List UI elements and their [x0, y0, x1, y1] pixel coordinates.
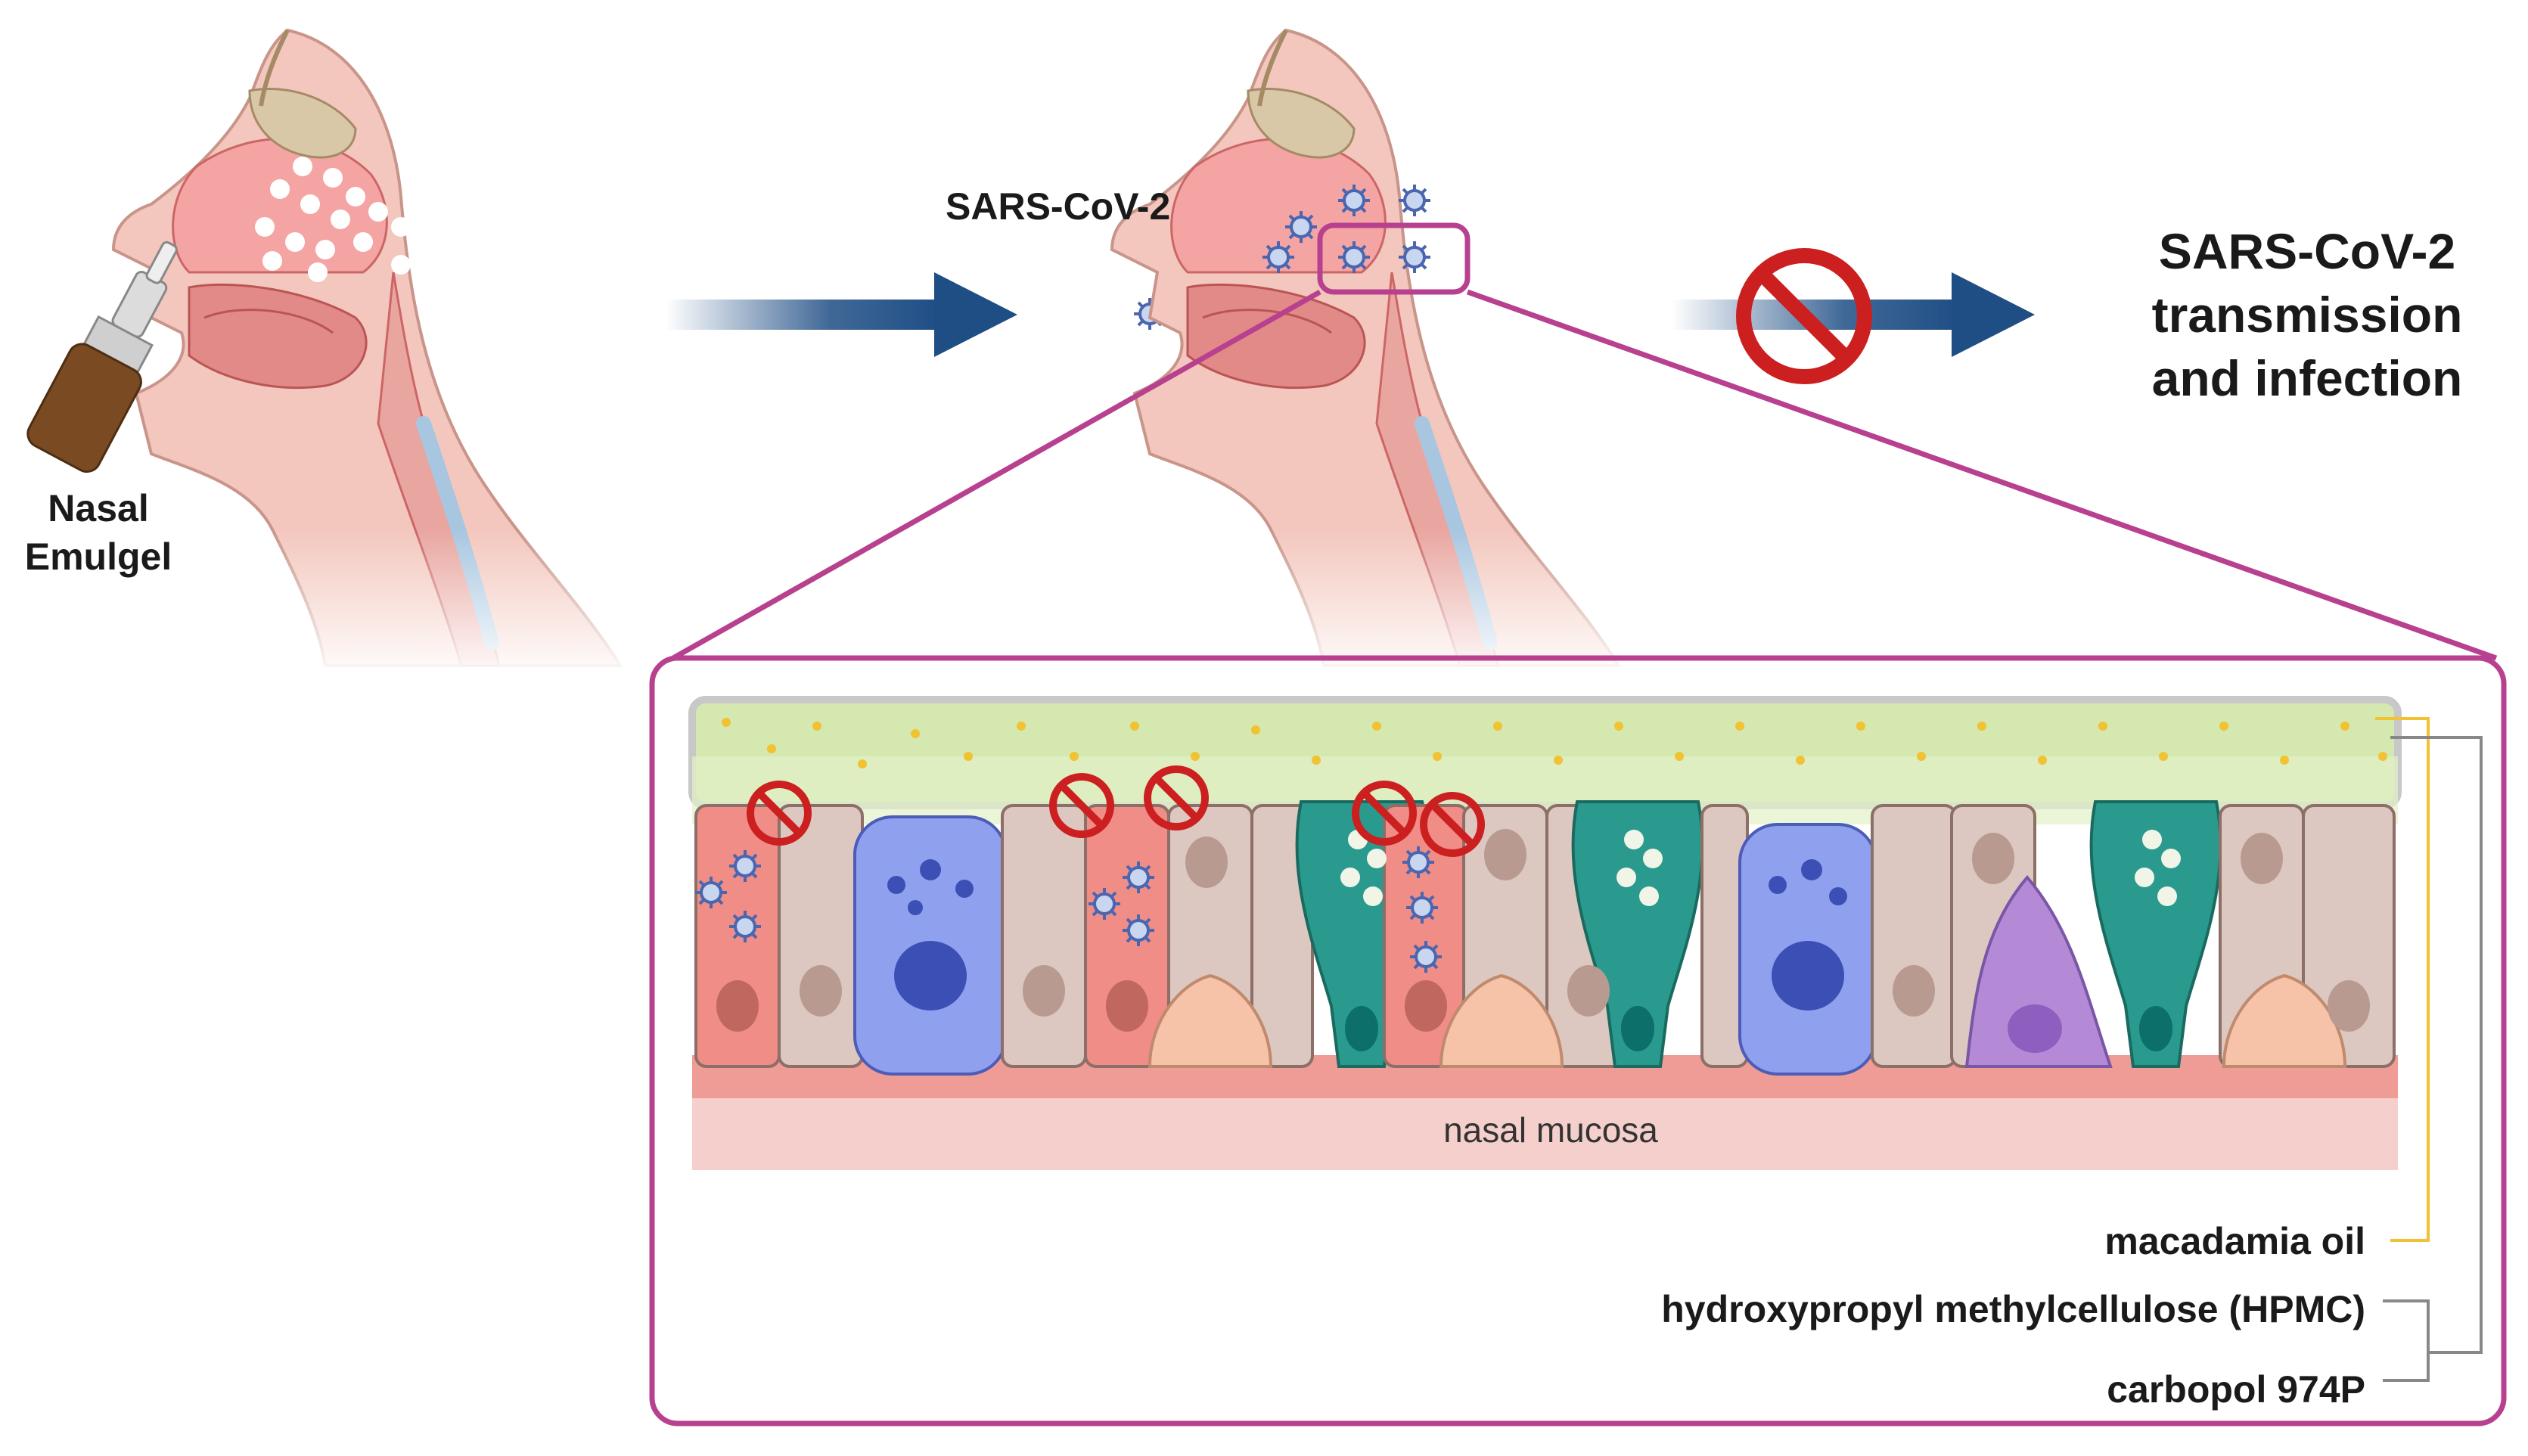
emulgel-droplets [255, 157, 411, 282]
outcome-label: SARS-CoV-2 transmission and infection [2110, 219, 2504, 410]
outcome-line-3: and infection [2151, 350, 2463, 406]
nasal-mucosa-label: nasal mucosa [1443, 1110, 1658, 1150]
epithelium-inset [688, 696, 2483, 1382]
head-anatomy-right [998, 0, 1679, 681]
nasal-spray-bottle-icon [26, 241, 178, 473]
nasal-emulgel-label: Nasal Emulgel [23, 484, 174, 581]
nasal-emulgel-line-1: Nasal [48, 487, 149, 529]
virus-label: SARS-CoV-2 [946, 185, 1171, 228]
nasal-mucosa-layer [692, 1098, 2398, 1170]
oil-droplets [722, 718, 2387, 768]
right-arrow-icon [666, 272, 1017, 357]
prohibited-sign-icon [1736, 248, 1872, 384]
legend-carbopol: carbopol 974P [2107, 1368, 2365, 1411]
head-anatomy-left [0, 0, 681, 681]
legend-macadamia-oil: macadamia oil [2104, 1220, 2365, 1262]
outcome-line-1: SARS-CoV-2 [2158, 223, 2456, 279]
outcome-line-2: transmission [2151, 287, 2463, 343]
right-arrow-icon [1672, 272, 2035, 357]
legend-hpmc: hydroxypropyl methylcellulose (HPMC) [1661, 1288, 2365, 1330]
legend-brackets [2375, 717, 2483, 1382]
zoom-callout [649, 222, 2507, 1427]
nasal-emulgel-line-2: Emulgel [24, 536, 172, 578]
